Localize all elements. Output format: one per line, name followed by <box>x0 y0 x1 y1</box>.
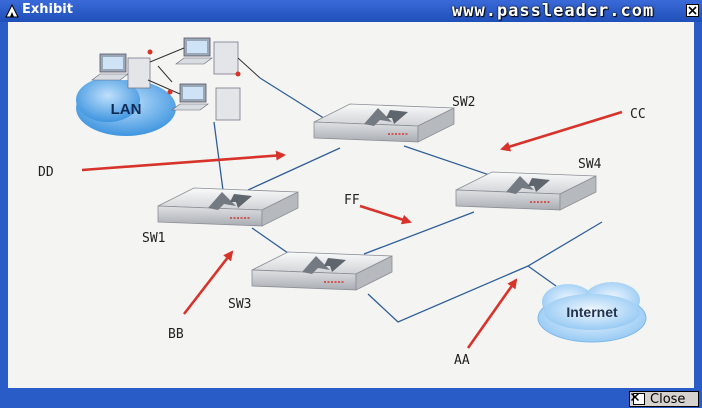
arrow-ff <box>359 204 412 225</box>
exhibit-content: LAN <box>8 22 694 388</box>
sw3-label: SW3 <box>228 297 251 312</box>
arrow-aa <box>466 278 518 349</box>
close-icon[interactable] <box>686 4 699 17</box>
switch-sw3 <box>251 251 393 291</box>
window-title: Exhibit <box>22 2 73 17</box>
link-internet <box>527 265 557 287</box>
computer-icon <box>91 53 151 89</box>
sw4-label: SW4 <box>578 157 602 172</box>
sw1-label: SW1 <box>142 231 165 246</box>
close-button[interactable]: Close <box>629 391 699 407</box>
internet-cloud: Internet <box>537 282 647 343</box>
aa-label: AA <box>454 353 470 368</box>
switch-sw1 <box>157 187 299 227</box>
sw2-label: SW2 <box>452 95 475 110</box>
link-sw4-sw3-internet <box>367 221 603 323</box>
exhibit-icon <box>5 3 19 18</box>
computer-icon <box>171 83 241 121</box>
link-sw3-sw4 <box>363 211 475 255</box>
bb-label: BB <box>168 327 184 342</box>
watermark: www.passleader.com <box>452 1 655 21</box>
internet-label: Internet <box>566 304 618 320</box>
computer-icon <box>175 37 239 75</box>
arrow-cc <box>500 110 623 152</box>
link-sw1-sw2 <box>247 147 341 191</box>
lan-label: LAN <box>111 101 142 118</box>
close-icon <box>630 392 645 405</box>
arrow-dd <box>81 150 286 172</box>
arrow-bb <box>182 250 234 315</box>
pointer-arrows <box>81 110 623 349</box>
bottom-bar <box>0 388 702 408</box>
switch-sw2 <box>313 103 455 143</box>
lan-computers <box>91 37 261 121</box>
network-diagram: LAN <box>38 37 647 368</box>
switch-sw4 <box>455 171 597 211</box>
title-bar: Exhibit www.passleader.com <box>0 0 702 22</box>
network-links <box>213 77 603 323</box>
cc-label: CC <box>630 107 646 122</box>
lan-cloud: LAN <box>76 78 176 136</box>
close-button-label: Close <box>650 391 686 407</box>
link-lan-sw2 <box>259 77 331 123</box>
dd-label: DD <box>38 165 54 180</box>
ff-label: FF <box>344 193 360 208</box>
